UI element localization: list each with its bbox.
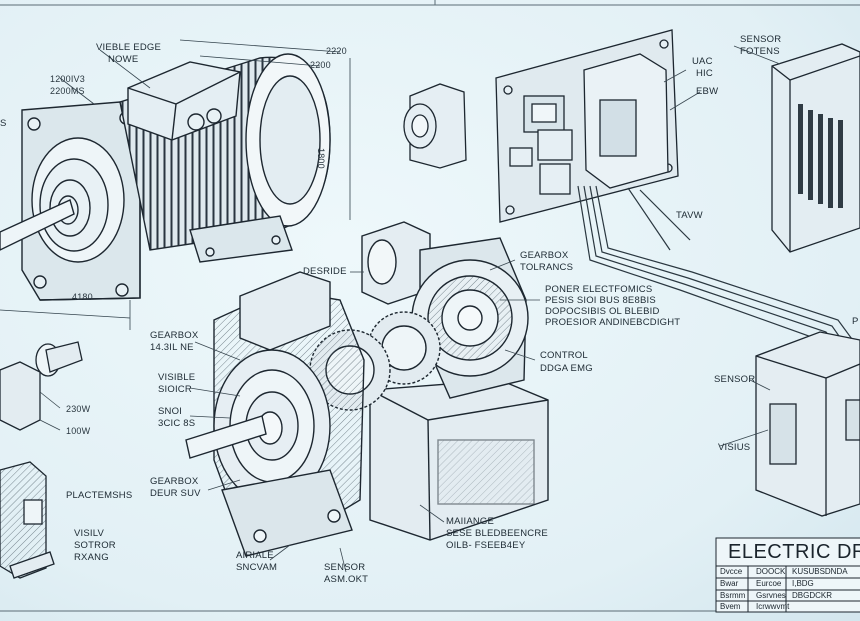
title-block-cell: Eurcoe: [756, 579, 782, 588]
label-gearbox-mid-sub: 14.3IL NE: [150, 342, 194, 353]
title-block-title: ELECTRIC DRIV: [728, 541, 860, 563]
mounting-bracket: [0, 461, 55, 579]
dimension-230w: 230W: [66, 404, 91, 414]
dimension-2200: 2200: [310, 60, 331, 70]
label-sioi-sub: 3CIC 8S: [158, 418, 196, 429]
label-uac: UAC: [692, 56, 713, 67]
label-nowe: NOWE: [108, 54, 139, 65]
label-dims-2200ms: 2200MS: [50, 86, 85, 96]
label-ebw: EBW: [696, 86, 719, 97]
label-sensor-right: SENSOR: [714, 374, 756, 385]
gearbox-assembly: [185, 221, 549, 557]
label-tavw: TAVW: [676, 210, 703, 221]
label-hic: HIC: [696, 68, 713, 79]
label-s-left: S: [0, 118, 7, 129]
label-airiale: AIRIALE: [236, 550, 274, 561]
label-pe-line4: PROESIOR ANDINEBCDIGHT: [545, 317, 681, 328]
dimension-1800: 1800: [316, 148, 326, 169]
label-pe-line2: PESIS SIOI BUS 8E8BIS: [545, 295, 656, 306]
label-gearbox-low: GEARBOX: [150, 476, 199, 487]
label-sensor-top: SENSOR: [740, 34, 782, 45]
label-placements: PLACTEMSHS: [66, 490, 133, 501]
encoder-sensor: [403, 83, 467, 169]
label-mal-line2: SESE BLEDBEENCRE: [446, 528, 548, 539]
title-block-cell: Icrwwvmt: [756, 602, 790, 611]
title-block-cell: DBGDCKR: [792, 591, 833, 600]
label-gearbox-low-sub: DEUR SUV: [150, 488, 201, 499]
dimension-2220: 2220: [326, 46, 347, 56]
label-desride: DESRIDE: [303, 266, 347, 277]
label-visius: VISIUS: [718, 442, 751, 453]
label-sotror: SOTROR: [74, 540, 116, 551]
title-block-cell: DOOCK: [756, 567, 786, 576]
title-block-cell: I,BDG: [792, 579, 814, 588]
label-control-sub: DDGA EMG: [540, 363, 593, 374]
label-maliange: MAIIANGE: [446, 516, 495, 527]
title-block-cell: Gsrvnes: [756, 591, 786, 600]
title-block-cell: Bwar: [720, 579, 739, 588]
heatsink-sensor: [771, 43, 860, 253]
motor-assembly: [0, 39, 351, 330]
title-block-frame: [715, 537, 860, 613]
label-gearbox-top: GEARBOX: [520, 250, 569, 261]
coupling-part: [0, 341, 83, 431]
label-sensor-bottom-sub: ASM.OKT: [324, 574, 369, 585]
label-gearbox-mid: GEARBOX: [150, 330, 199, 341]
label-power-electronics: PONER ELECTFOMICS: [545, 284, 653, 295]
title-block-cell: Dvcce: [720, 567, 743, 576]
label-pe-line3: DOPOCSIBIS OL BLEBID: [545, 306, 660, 317]
label-visible-edge: VIEBLE EDGE: [96, 42, 162, 53]
label-tolerances: TOLRANCS: [520, 262, 574, 273]
label-visilv: VISILV: [74, 528, 105, 539]
label-sensor-bottom: SENSOR: [324, 562, 366, 573]
title-block-cell: Bsrmm: [720, 591, 746, 600]
leader-lines: [39, 45, 781, 573]
title-block-cell: Bvem: [720, 602, 741, 611]
label-sioicr: SIOICR: [158, 384, 192, 395]
control-panel: [495, 29, 679, 223]
dimension-4180: 4180: [72, 292, 93, 302]
label-control: CONTROL: [540, 350, 588, 361]
label-p-right: P: [852, 316, 859, 327]
junction-box: [755, 331, 860, 517]
label-sensor-top-sub: FOTENS: [740, 46, 780, 57]
label-dims-1200: 1200IV3: [50, 74, 85, 84]
label-rxang: RXANG: [74, 552, 109, 563]
label-sncvam: SNCVAM: [236, 562, 278, 573]
label-snoi: SNOI: [158, 406, 183, 417]
label-visible: VISIBLE: [158, 372, 196, 383]
dimension-100w: 100W: [66, 426, 91, 436]
title-block-cell: KUSUBSDNDA: [792, 567, 848, 576]
label-mal-line3: OILB- FSEEB4EY: [446, 540, 526, 551]
